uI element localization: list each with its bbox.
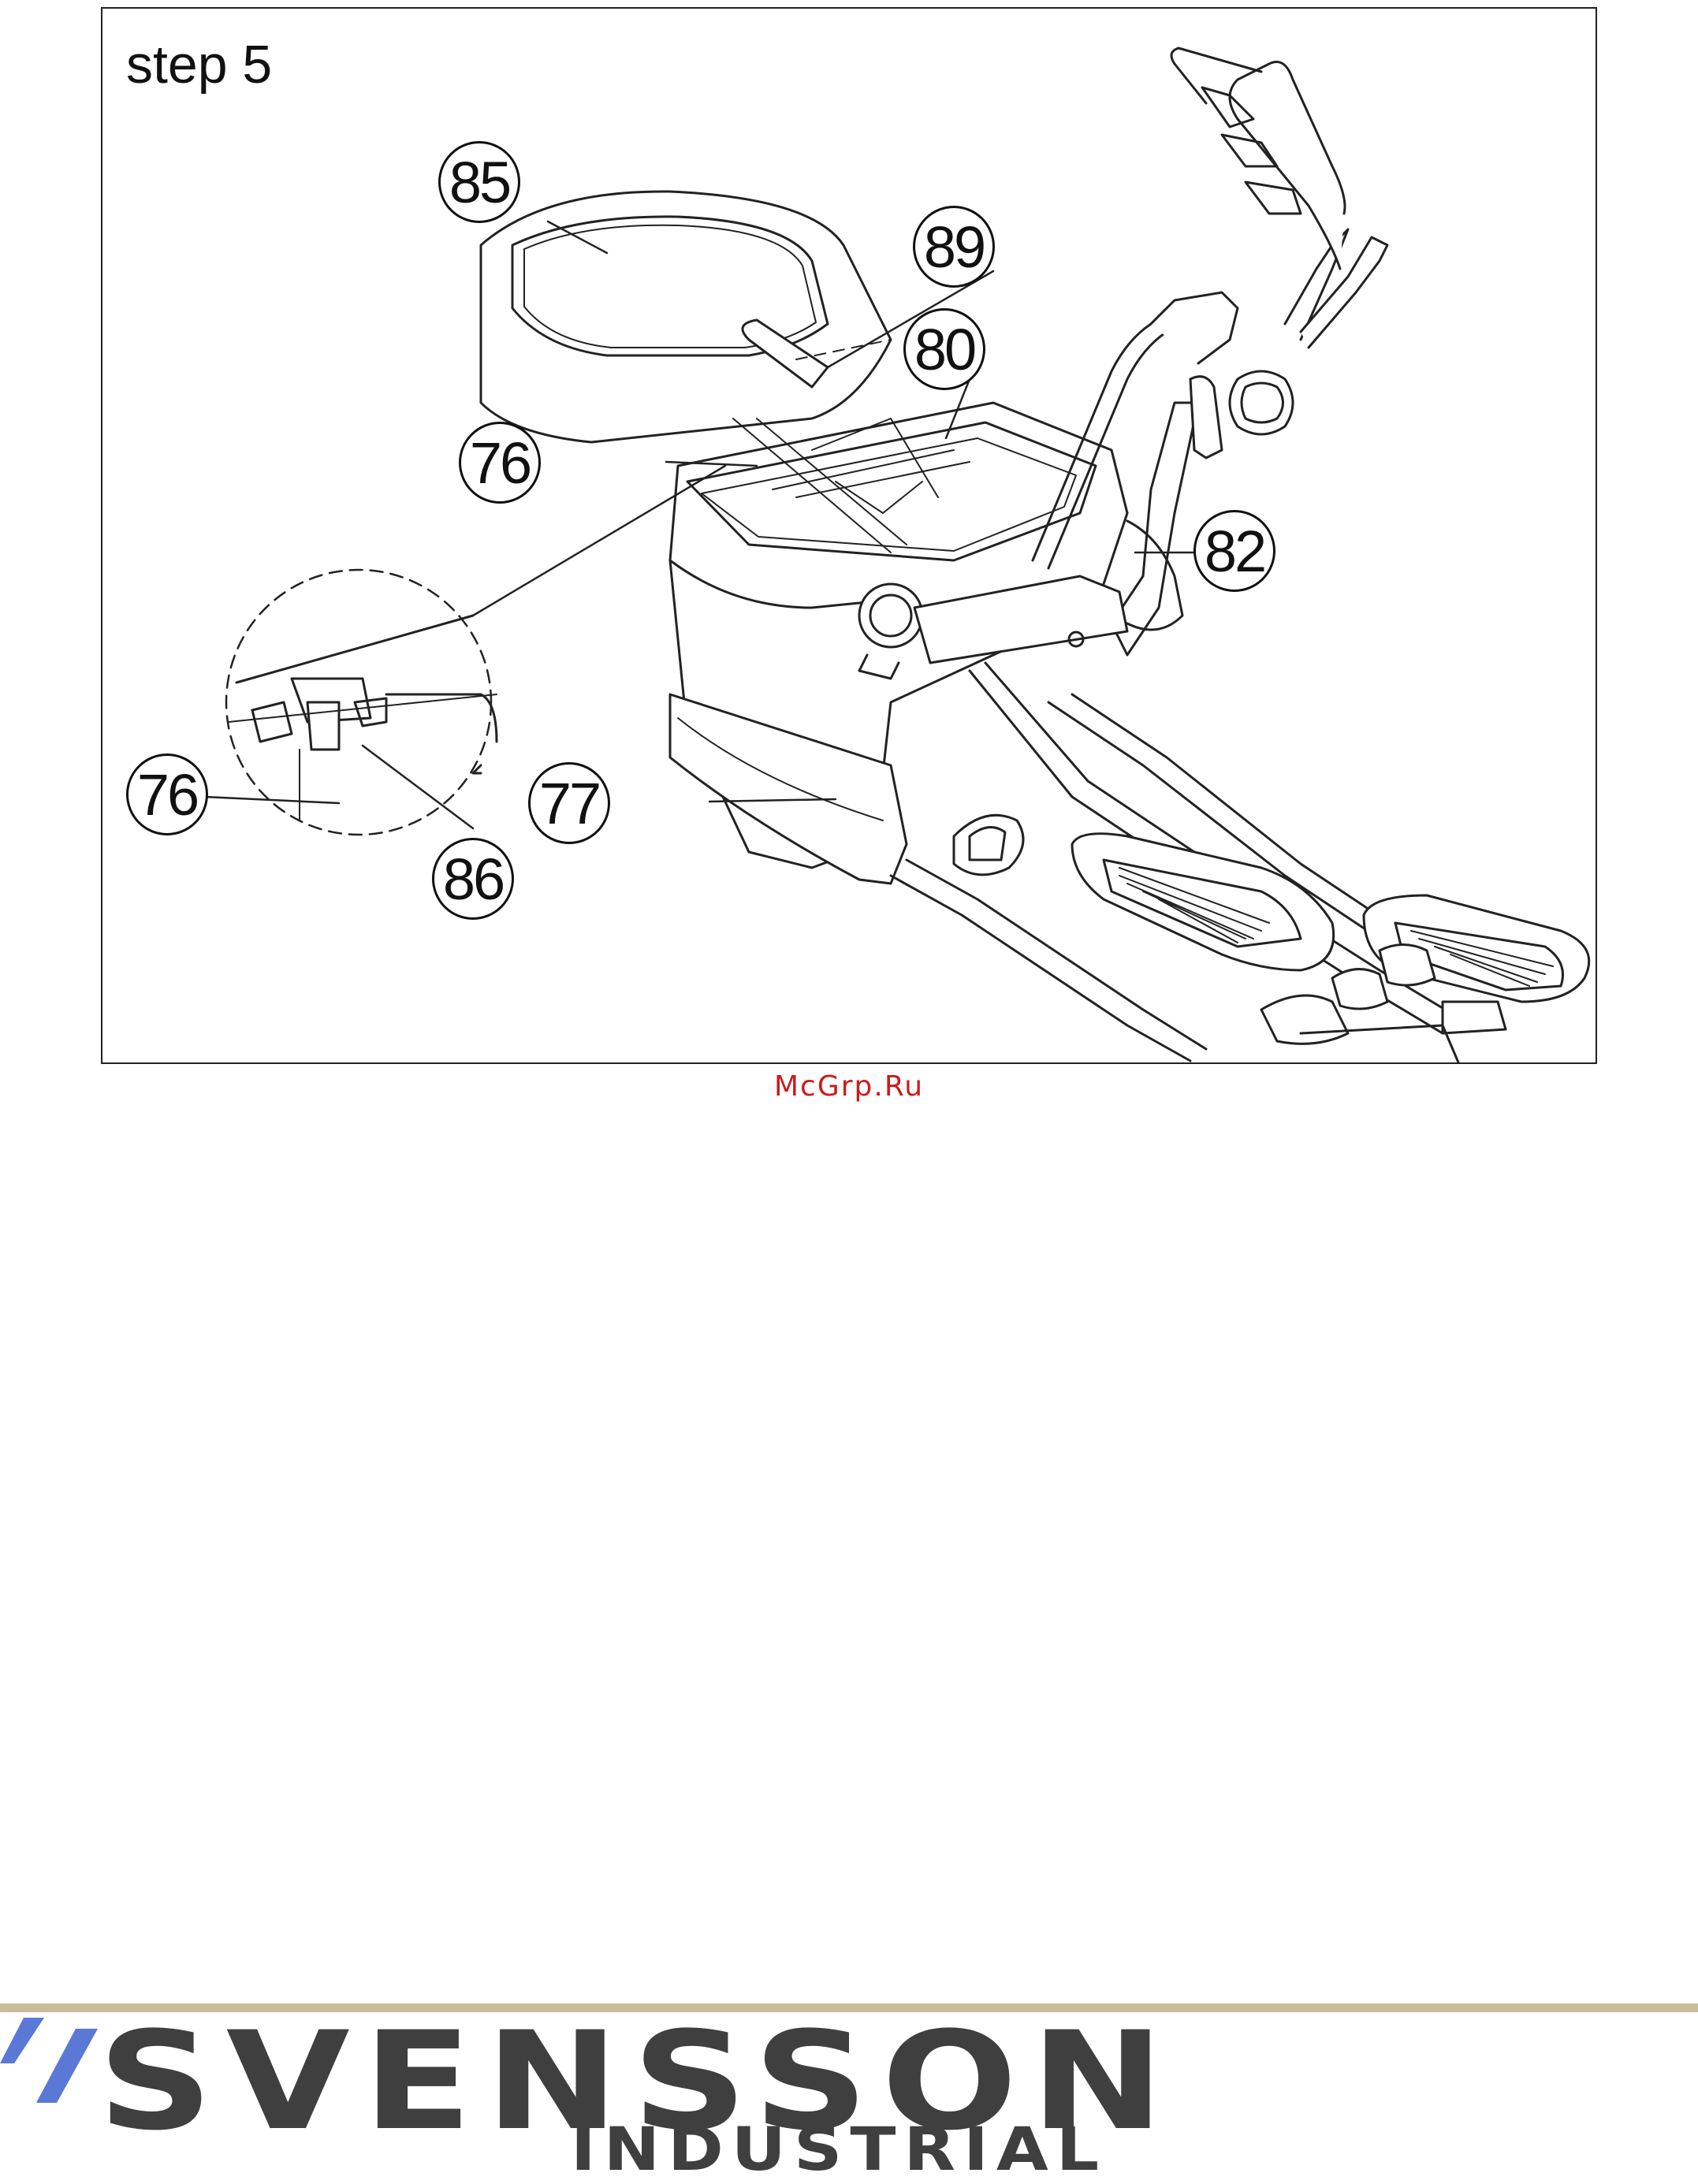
watermark-link[interactable]: McGrp.Ru — [0, 1070, 1698, 1103]
callout-89: 89 — [913, 206, 995, 288]
detail-view — [226, 570, 497, 835]
callout-86: 86 — [432, 838, 514, 920]
left-footpedal — [1072, 834, 1334, 970]
callout-76-detail: 76 — [126, 753, 208, 835]
callout-76-main: 76 — [459, 422, 541, 504]
callout-77: 77 — [528, 762, 610, 844]
elliptical-trainer-drawing — [102, 9, 1596, 1062]
callout-82: 82 — [1193, 510, 1275, 592]
callout-80: 80 — [903, 308, 985, 390]
assembly-figure: step 5 — [101, 7, 1597, 1064]
top-cover-part — [481, 192, 891, 442]
callout-85: 85 — [438, 141, 520, 223]
transport-wheel — [954, 815, 1023, 875]
brand-logo-subtitle: INDUSTRIAL — [571, 2116, 1107, 2182]
logo-slash-icon — [0, 2018, 98, 2104]
